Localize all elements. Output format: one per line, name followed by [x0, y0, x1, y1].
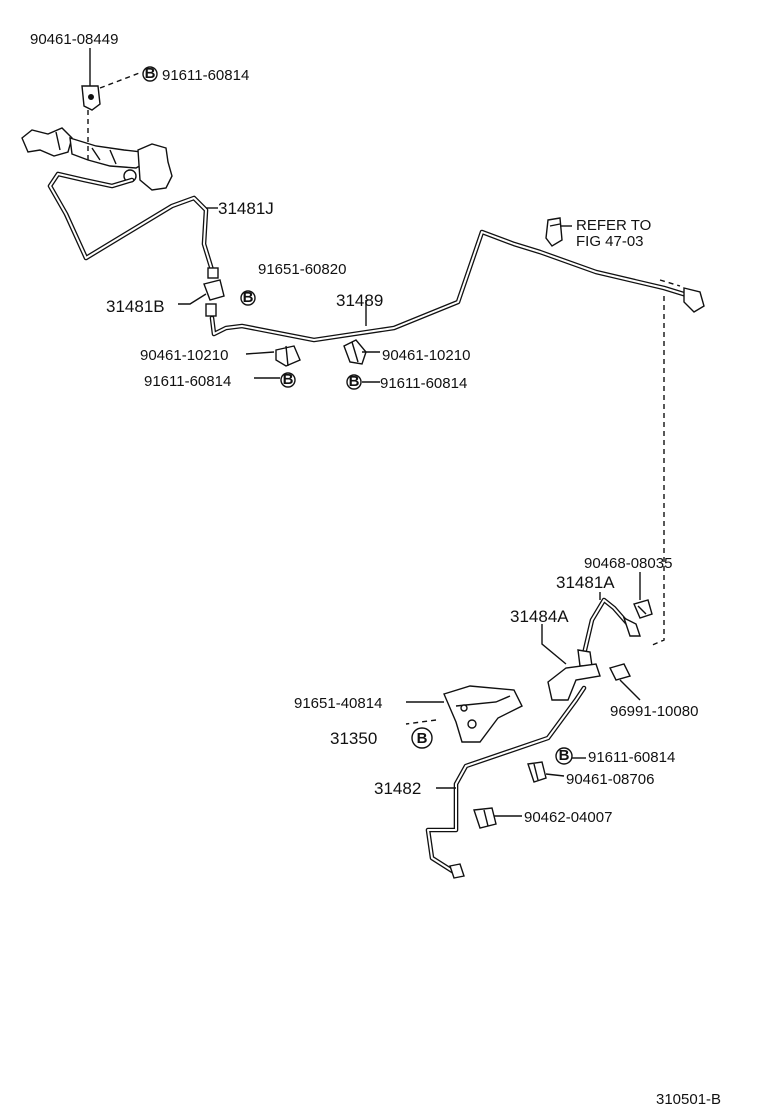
leader-31350-bolt: [405, 719, 437, 725]
clip-90461-08706: [527, 761, 547, 783]
label-31484a: 31484A: [510, 607, 569, 626]
badge-b-low: B: [555, 747, 573, 765]
label-refer-fig: FIG 47-03: [576, 233, 644, 250]
leader-long-dashed: [649, 279, 681, 647]
label-31482: 31482: [374, 779, 421, 798]
label-refer-to: REFER TO: [576, 217, 651, 234]
badge-b-left: B: [280, 371, 296, 388]
label-96991-10080: 96991-10080: [610, 703, 698, 720]
tube-31489: [209, 229, 693, 343]
label-91651-40814: 91651-40814: [294, 695, 382, 712]
label-31350: 31350: [330, 729, 377, 748]
clip-90461-10210-left: [275, 345, 301, 367]
leader-90461-08706: [545, 773, 565, 777]
label-90461-10210-left: 90461-10210: [140, 347, 228, 364]
figure-code: 310501-B: [656, 1091, 721, 1108]
badge-b-low-letter: B: [559, 747, 570, 764]
badge-b-91651-60820-letter: B: [243, 289, 254, 306]
clip-90468-08035: [633, 599, 653, 619]
bracket-31484a: [547, 663, 601, 701]
hose-31481a: [577, 597, 641, 667]
bracket-31350: [443, 685, 523, 743]
bolt-96991-10080: [608, 663, 632, 681]
tube-31482: [425, 685, 587, 879]
badge-b-31350-letter: B: [417, 730, 428, 747]
tube-31481j: [47, 171, 215, 273]
master-cylinder: [21, 127, 173, 191]
badge-b-31350: B: [411, 727, 433, 749]
label-90461-08449: 90461-08449: [30, 31, 118, 48]
label-31481j: 31481J: [218, 199, 274, 218]
label-91611-60814-low: 91611-60814: [588, 749, 675, 766]
badge-b-mid: B: [346, 373, 362, 390]
leader-31481b: [178, 293, 207, 305]
refer-bracket: [545, 217, 563, 247]
badge-b-91651-60820: B: [240, 289, 256, 306]
label-91611-60814-top: 91611-60814: [162, 67, 249, 84]
leader-clip-left: [245, 351, 275, 355]
leader-31484a: [541, 624, 567, 665]
clip-90462-04007: [473, 807, 497, 829]
badge-b-mid-letter: B: [349, 373, 360, 390]
union-31481b: [203, 267, 225, 317]
label-90461-08706: 90461-08706: [566, 771, 654, 788]
badge-b-top-letter: B: [145, 65, 156, 82]
label-91651-60820: 91651-60820: [258, 261, 346, 278]
label-31481b: 31481B: [106, 297, 165, 316]
clip-90461-10210-mid: [343, 339, 367, 365]
label-90461-10210-mid: 90461-10210: [382, 347, 470, 364]
badge-b-top: B: [142, 65, 158, 82]
badge-b-left-letter: B: [283, 371, 294, 388]
label-90468-08035: 90468-08035: [584, 555, 672, 572]
label-31481a: 31481A: [556, 573, 615, 592]
label-91611-60814-mid: 91611-60814: [380, 375, 467, 392]
clip-90461-08449: [81, 85, 101, 111]
leader-bolt-top: [99, 71, 143, 89]
label-31489: 31489: [336, 291, 383, 310]
label-91611-60814-left: 91611-60814: [144, 373, 231, 390]
leader-96991: [619, 679, 641, 701]
label-90462-04007: 90462-04007: [524, 809, 612, 826]
tube-end-right: [683, 287, 705, 313]
